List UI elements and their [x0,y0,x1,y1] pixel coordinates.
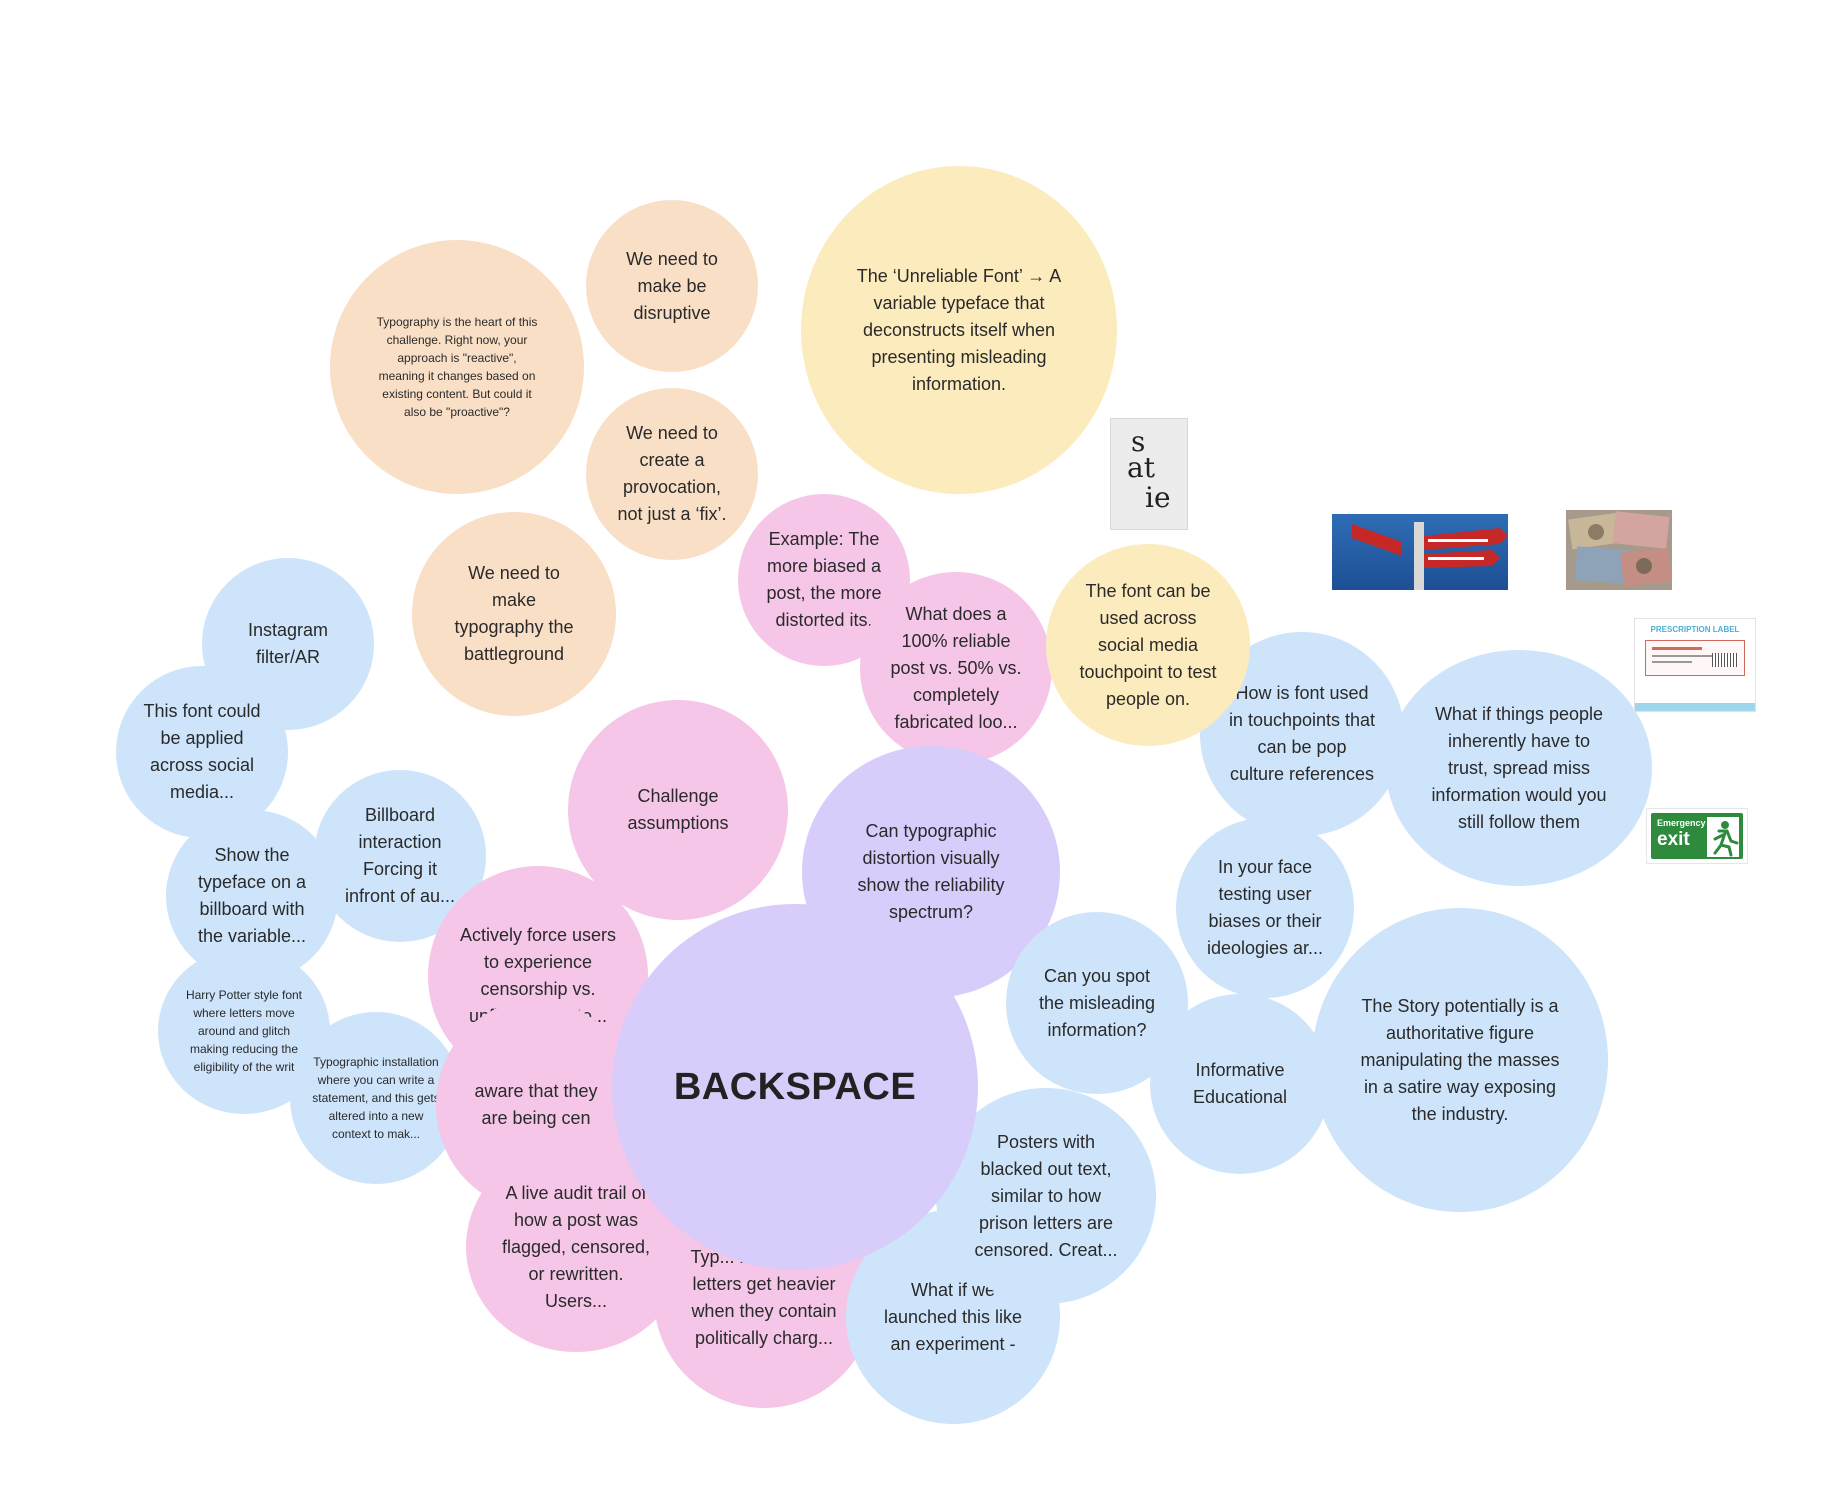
bubble-font-touchpoint[interactable]: The font can be used across social media… [1046,544,1250,746]
running-man-icon [1707,817,1739,857]
exit-label: exit [1657,829,1690,851]
bubble-text: We need to create a provocation, not jus… [608,420,736,528]
bubble-disruptive[interactable]: We need to make be disruptive [586,200,758,372]
prescription-label-footer [1635,703,1755,711]
bubble-text: What does a 100% reliable post vs. 50% v… [886,601,1026,736]
prescription-label-image[interactable]: PRESCRIPTION LABEL [1634,618,1756,712]
satire-letter: ie [1145,481,1171,514]
bubble-reliable-post[interactable]: What does a 100% reliable post vs. 50% v… [860,572,1052,764]
banknotes-image[interactable] [1566,510,1672,590]
bubble-text: Can typographic distortion visually show… [842,818,1020,926]
bubble-text: Harry Potter style font where letters mo… [182,986,306,1076]
bubble-text: This font could be applied across social… [138,698,266,806]
street-signs-image[interactable] [1332,514,1508,590]
emergency-exit-image[interactable]: Emergency exit [1646,808,1748,864]
bubble-text: We need to make typography the battlegro… [446,560,582,668]
prescription-label-title: PRESCRIPTION LABEL [1635,625,1755,634]
bubble-informative[interactable]: Informative Educational [1150,994,1330,1174]
emergency-label: Emergency [1657,818,1706,828]
bubble-text: Posters with blacked out text, similar t… [966,1129,1126,1264]
bubble-text: Typographic installation where you can w… [310,1053,442,1143]
bubble-text: Billboard interaction Forcing it infront… [338,802,462,910]
bubble-typography-heart[interactable]: Typography is the heart of this challeng… [330,240,584,494]
bubble-text: The font can be used across social media… [1074,578,1222,713]
bubble-text: A live audit trail of how a post was fla… [498,1180,654,1315]
bubble-text: What if things people inherently have to… [1426,701,1612,836]
bubble-text: We need to make be disruptive [612,246,732,327]
prescription-label-card [1645,640,1745,676]
bubble-text: How is font used in touchpoints that can… [1228,680,1376,788]
banknotes-icon [1566,510,1672,590]
bubble-story[interactable]: The Story potentially is a authoritative… [1312,908,1608,1212]
bubble-text: Example: The more biased a post, the mor… [762,526,886,634]
label-barcode [1712,653,1738,667]
bubble-provocation[interactable]: We need to create a provocation, not jus… [586,388,758,560]
bubble-text: Typography is the heart of this challeng… [374,313,540,421]
bubble-text: The Story potentially is a authoritative… [1358,993,1562,1128]
emergency-exit-sign: Emergency exit [1651,813,1743,859]
bubble-text: The ‘Unreliable Font’ → A variable typef… [847,263,1071,398]
street-signs-icon [1332,514,1508,590]
bubble-in-your-face[interactable]: In your face testing user biases or thei… [1176,818,1354,998]
bubble-text: Instagram filter/AR [232,617,344,671]
label-line [1652,647,1702,650]
bubble-unreliable-font[interactable]: The ‘Unreliable Font’ → A variable typef… [801,166,1117,494]
satire-letter: at [1127,451,1155,484]
bubble-trust[interactable]: What if things people inherently have to… [1386,650,1652,886]
satire-letters-image[interactable]: s at ie [1110,418,1188,530]
central-title: BACKSPACE [674,1066,916,1109]
label-line [1652,655,1712,657]
bubble-battleground[interactable]: We need to make typography the battlegro… [412,512,616,716]
bubble-text: Can you spot the misleading information? [1034,963,1160,1044]
label-line [1652,661,1692,663]
bubble-text: aware that they are being cen [466,1078,606,1132]
bubble-text: In your face testing user biases or thei… [1200,854,1330,962]
bubble-text: Informative Educational [1184,1057,1296,1111]
bubble-text: Show the typeface on a billboard with th… [188,842,316,950]
bubble-text: Challenge assumptions [608,783,748,837]
